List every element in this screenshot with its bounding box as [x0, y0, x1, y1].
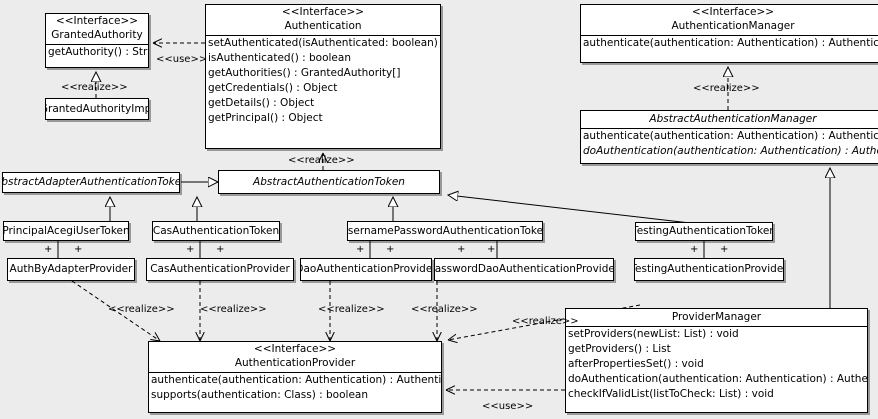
class-name: UsernamePasswordAuthenticationToken: [347, 224, 543, 237]
operations-compartment: setProviders(newList: List) : void getPr…: [566, 327, 867, 402]
class-cas-authentication-token[interactable]: CasAuthenticationToken: [152, 221, 280, 241]
class-password-dao-authentication-provider[interactable]: PasswordDaoAuthenticationProvider: [434, 258, 614, 281]
compartment-separator: [206, 35, 440, 36]
edge-label-realize-authbyadapterprovider: <<realize>>: [108, 304, 175, 315]
association-marker-principal-token-left: +: [44, 244, 53, 255]
class-abstract-adapter-authentication-token[interactable]: AbstractAdapterAuthenticationToken: [2, 172, 180, 193]
operation: authenticate(authentication: Authenticat…: [151, 374, 442, 386]
association-marker-upat-dao-left: +: [356, 244, 365, 255]
operation: authenticate(authentication: Authenticat…: [583, 130, 878, 142]
edge-label-realize-passworddaoauthenticationprovider: <<realize>>: [411, 304, 478, 315]
operation: getDetails() : Object: [208, 97, 315, 109]
association-marker-cas-token-right: +: [216, 244, 225, 255]
operations-compartment: setAuthenticated(isAuthenticated: boolea…: [206, 36, 440, 126]
edge-label-realize-abstractauthenticationmanager: <<realize>>: [693, 83, 760, 94]
edge-label-realize-casauthenticationprovider: <<realize>>: [200, 304, 267, 315]
association-marker-testing-token-right: +: [720, 244, 729, 255]
stereotype-label: <<Interface>>: [253, 343, 337, 355]
class-testing-authentication-token[interactable]: TestingAuthenticationToken: [635, 222, 773, 241]
class-name: GrantedAuthority: [51, 29, 143, 41]
operation: authenticate(authentication: Authenticat…: [583, 37, 878, 49]
class-provider-manager[interactable]: ProviderManager setProviders(newList: Li…: [565, 308, 868, 413]
class-name: ProviderManager: [671, 311, 762, 323]
edge-label-use-authentication-grantedauthority: <<use>>: [156, 54, 208, 65]
compartment-separator: [46, 44, 148, 45]
class-authentication[interactable]: <<Interface>> Authentication setAuthenti…: [205, 4, 441, 149]
class-name: DaoAuthenticationProvider: [300, 263, 432, 275]
operations-compartment: authenticate(authentication: Authenticat…: [581, 36, 878, 51]
class-auth-by-adapter-provider[interactable]: AuthByAdapterProvider: [7, 258, 135, 281]
operations-compartment: authenticate(authentication: Authenticat…: [149, 373, 441, 403]
edge-label-realize-providermanager: <<realize>>: [512, 316, 579, 327]
operation: getCredentials() : Object: [208, 82, 338, 94]
association-marker-testing-token-left: +: [690, 244, 699, 255]
class-header: ProviderManager: [566, 309, 867, 326]
class-abstract-authentication-manager[interactable]: AbstractAuthenticationManager authentica…: [580, 110, 878, 164]
edge-label-use-providermanager-authenticationprovider: <<use>>: [482, 401, 534, 412]
class-principal-acegi-user-token[interactable]: PrincipalAcegiUserToken: [3, 221, 129, 241]
operation: afterPropertiesSet() : void: [568, 358, 704, 370]
class-cas-authentication-provider[interactable]: CasAuthenticationProvider: [146, 258, 294, 281]
class-header: <<Interface>> GrantedAuthority: [46, 14, 148, 44]
class-name: GrantedAuthorityImpl: [45, 102, 149, 115]
operation: getAuthorities() : GrantedAuthority[]: [208, 67, 401, 79]
operation: setProviders(newList: List) : void: [568, 328, 739, 340]
compartment-separator: [566, 326, 867, 327]
association-marker-upat-pwd-right: +: [487, 244, 496, 255]
compartment-separator: [581, 128, 878, 129]
class-name: PrincipalAcegiUserToken: [3, 224, 129, 237]
class-authentication-manager[interactable]: <<Interface>> AuthenticationManager auth…: [580, 4, 878, 63]
class-granted-authority[interactable]: <<Interface>> GrantedAuthority getAuthor…: [45, 13, 149, 68]
association-marker-cas-token-left: +: [186, 244, 195, 255]
class-name: AbstractAuthenticationManager: [649, 113, 817, 125]
class-name: TestingAuthenticationToken: [635, 225, 773, 237]
association-marker-upat-pwd-left: +: [457, 244, 466, 255]
class-name: PasswordDaoAuthenticationProvider: [434, 263, 614, 275]
class-granted-authority-impl[interactable]: GrantedAuthorityImpl: [45, 98, 149, 120]
class-name: AuthenticationProvider: [234, 357, 356, 369]
class-header: AbstractAuthenticationManager: [581, 111, 878, 128]
class-name: TestingAuthenticationProvider: [634, 263, 784, 275]
operation: supports(authentication: Class) : boolea…: [151, 389, 368, 401]
operation: setAuthenticated(isAuthenticated: boolea…: [208, 37, 440, 49]
operation: getPrincipal() : Object: [208, 112, 323, 124]
class-header: <<Interface>> AuthenticationManager: [581, 5, 878, 35]
stereotype-label: <<Interface>>: [55, 15, 139, 27]
operations-compartment: authenticate(authentication: Authenticat…: [581, 129, 878, 159]
class-name: AbstractAdapterAuthenticationToken: [2, 176, 180, 188]
stereotype-label: <<Interface>>: [691, 6, 775, 18]
class-name: AuthenticationManager: [671, 20, 795, 32]
class-authentication-provider[interactable]: <<Interface>> AuthenticationProvider aut…: [148, 341, 442, 413]
class-abstract-authentication-token[interactable]: AbstractAuthenticationToken: [218, 170, 440, 194]
class-username-password-authentication-token[interactable]: UsernamePasswordAuthenticationToken: [347, 221, 543, 241]
class-name: AuthByAdapterProvider: [9, 263, 133, 275]
stereotype-label: <<Interface>>: [281, 6, 365, 18]
compartment-separator: [581, 35, 878, 36]
association-marker-upat-dao-right: +: [386, 244, 395, 255]
operation: checkIfValidList(listToCheck: List) : vo…: [568, 388, 774, 400]
operation: getProviders() : List: [568, 343, 671, 355]
class-header: <<Interface>> Authentication: [206, 5, 440, 35]
class-name: Authentication: [284, 20, 362, 32]
edge-label-realize-grantedauthorityimpl: <<realize>>: [61, 82, 128, 93]
operations-compartment: getAuthority() : String: [46, 45, 148, 60]
edge-label-realize-abstractauthenticationtoken: <<realize>>: [288, 155, 355, 166]
operation: doAuthentication(authentication: Authent…: [568, 373, 868, 385]
class-name: CasAuthenticationToken: [152, 224, 280, 237]
compartment-separator: [149, 372, 441, 373]
operation: isAuthenticated() : boolean: [208, 52, 351, 64]
class-testing-authentication-provider[interactable]: TestingAuthenticationProvider: [634, 258, 784, 281]
class-name: AbstractAuthenticationToken: [253, 175, 405, 188]
class-header: <<Interface>> AuthenticationProvider: [149, 342, 441, 372]
operation: doAuthentication(authentication: Authent…: [583, 145, 878, 157]
class-name: CasAuthenticationProvider: [150, 263, 290, 275]
association-marker-principal-token-right: +: [74, 244, 83, 255]
operation: getAuthority() : String: [48, 46, 148, 58]
class-dao-authentication-provider[interactable]: DaoAuthenticationProvider: [300, 258, 432, 281]
edge-label-realize-daoauthenticationprovider: <<realize>>: [318, 304, 385, 315]
